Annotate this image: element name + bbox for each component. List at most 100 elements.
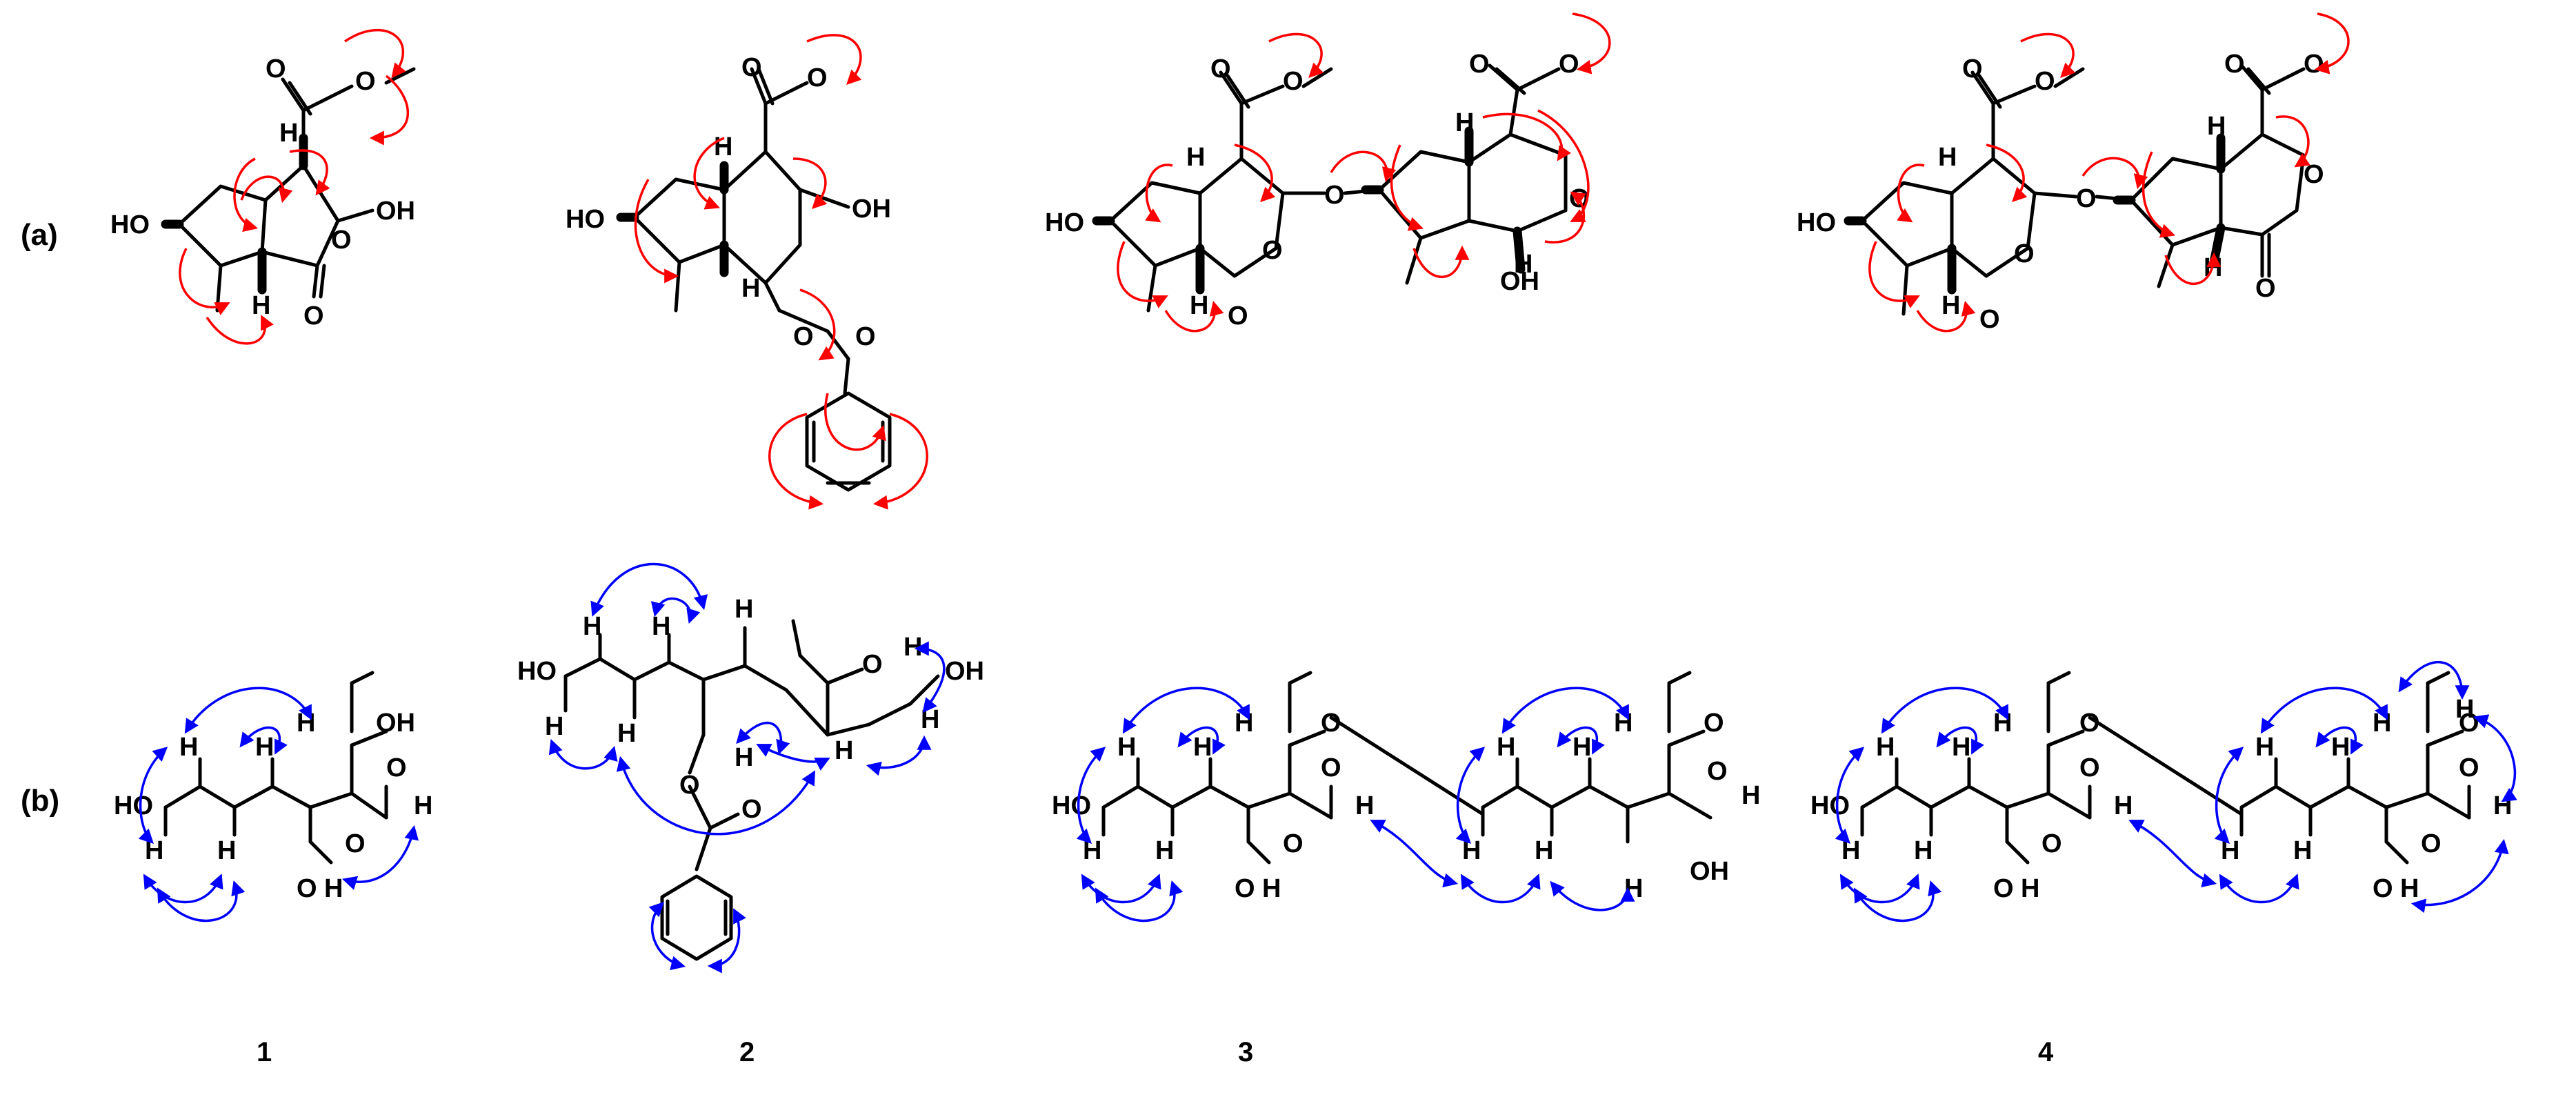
atom-h: H [1155, 836, 1174, 865]
structure-b-1: HO OH O O O H H H H H H H [114, 671, 432, 923]
atom-h: H [1190, 291, 1208, 320]
atom-o: O [1979, 305, 2000, 334]
atom-h: H [2373, 709, 2391, 738]
atom-h: H [217, 836, 236, 865]
atom-o: O [1707, 757, 1728, 786]
atom-h: H [1535, 836, 1553, 865]
structure-b-4: HO O O O O O O O O H H H H H H H H H H H… [1810, 661, 2517, 923]
structure-b-2: HO OH O O O H H H H H H H H H [517, 562, 984, 974]
atom-o: O [2304, 160, 2324, 189]
atom-h: H [1355, 791, 1374, 820]
atom-h: H [1614, 709, 1633, 738]
atom-oh: OH [376, 197, 415, 226]
atom-o: O [1559, 50, 1579, 79]
atom-o: O [386, 753, 407, 782]
atom-h: H [741, 274, 760, 303]
atom-o: O [1228, 302, 1248, 331]
atom-h: H [2293, 836, 2312, 865]
atom-o: O [1962, 55, 1983, 83]
atom-h: H [2255, 733, 2274, 762]
atom-h: H [279, 119, 298, 148]
atom-o: O [741, 53, 762, 82]
atom-h: H [324, 874, 343, 903]
atom-o: O [1321, 753, 1341, 782]
atom-h: H [145, 836, 163, 865]
structure-a-3: HO O O O O O O O O OH H H H H [1045, 12, 1611, 333]
atom-oh: OH [945, 657, 984, 686]
atom-o: O [2224, 50, 2245, 79]
atom-oh: OH [376, 709, 415, 738]
atom-h: H [1186, 143, 1205, 172]
compound-id-1: 1 [257, 1037, 272, 1067]
atom-h: H [835, 736, 853, 765]
compound-id-4: 4 [2038, 1037, 2054, 1067]
atom-o: O [1210, 55, 1231, 83]
structure-b-3: HO O O O O O O OH H H H H H H H H H H H … [1052, 671, 1760, 923]
atom-o: O [793, 322, 814, 351]
structure-a-2: HO O O OH O O H H [566, 34, 928, 510]
atom-h: H [2331, 733, 2350, 762]
atom-o: O [855, 322, 876, 351]
atom-ho: HO [110, 210, 150, 239]
atom-ho: HO [1052, 791, 1091, 820]
atom-h: H [735, 743, 753, 772]
atom-o: O [331, 226, 352, 255]
atom-o: O [862, 650, 883, 679]
atom-h: H [1572, 733, 1591, 762]
atom-h: H [1455, 108, 1474, 137]
atom-o: O [2079, 709, 2100, 738]
structure-a-4: HO O O O O O O O O O H H H H [1797, 12, 2350, 334]
atom-h: H [1235, 709, 1253, 738]
atom-o: O [2014, 239, 2035, 268]
atom-o: O [807, 63, 828, 92]
atom-h: H [1624, 874, 1643, 903]
atom-o: O [355, 67, 376, 96]
atom-ho: HO [566, 205, 605, 234]
atom-h: H [1741, 781, 1760, 810]
atom-h: H [2455, 695, 2474, 724]
atom-o: O [1235, 874, 1255, 903]
atom-h: H [1841, 836, 1860, 865]
atom-h: H [1876, 733, 1895, 762]
atom-h: H [583, 612, 601, 641]
atom-o: O [1283, 829, 1304, 858]
atom-o: O [297, 874, 317, 903]
atom-h: H [1083, 836, 1101, 865]
atom-h: H [1514, 250, 1532, 279]
atom-oh: OH [852, 195, 891, 224]
atom-o: O [2079, 753, 2100, 782]
atom-o: O [1283, 67, 1304, 96]
atom-oh: OH [1500, 267, 1539, 296]
atom-h: H [714, 132, 732, 161]
atom-h: H [1941, 291, 1960, 320]
atom-o: O [1993, 874, 2014, 903]
atom-h: H [652, 612, 670, 641]
atom-o: O [2076, 184, 2097, 213]
atom-h: H [545, 712, 563, 741]
atom-o: O [1262, 236, 1283, 265]
atom-h: H [1462, 836, 1481, 865]
atom-h: H [255, 733, 274, 762]
atom-ho: HO [1045, 208, 1084, 237]
atom-o: O [345, 829, 366, 858]
panel-label-b: (b) [21, 784, 59, 818]
structure-a-1: HO O O OH O O H H [110, 28, 416, 345]
atom-o: O [679, 771, 700, 800]
atom-h: H [297, 709, 315, 738]
atom-h: H [2021, 874, 2039, 903]
atom-o: O [1321, 709, 1341, 738]
atom-h: H [414, 791, 432, 820]
atom-ho: HO [517, 657, 557, 686]
atom-h: H [179, 733, 198, 762]
atom-h: H [735, 595, 753, 624]
atom-o: O [2304, 50, 2324, 79]
atom-oh: OH [1690, 857, 1729, 886]
atom-h: H [1117, 733, 1136, 762]
atom-h: H [1914, 836, 1933, 865]
atom-o: O [2255, 274, 2276, 303]
atom-ho: HO [114, 791, 153, 820]
atom-h: H [2400, 874, 2419, 903]
atom-h: H [1938, 143, 1957, 172]
